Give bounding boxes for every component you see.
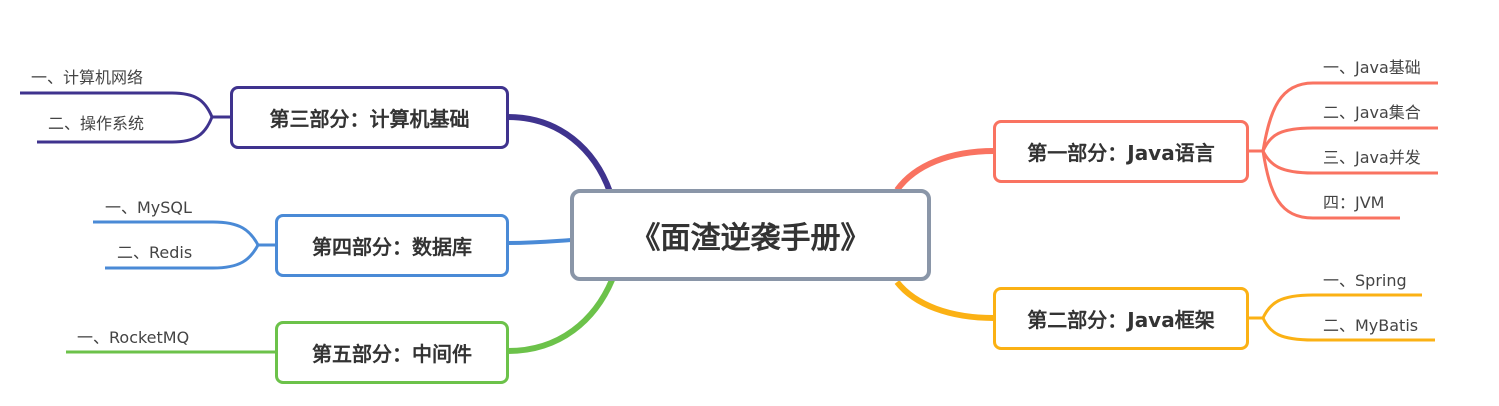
root-title: 《面渣逆袭手册》 [630, 221, 871, 256]
topic-part5[interactable]: 第五部分：中间件 [275, 321, 509, 384]
topic-title: 第五部分：中间件 [312, 342, 472, 366]
leaf-computer-network[interactable]: 一、计算机网络 [31, 68, 144, 87]
leaf-java-collections[interactable]: 二、Java集合 [1323, 103, 1421, 122]
leaf-spring[interactable]: 一、Spring [1323, 271, 1407, 290]
topic-part2[interactable]: 第二部分：Java框架 [993, 287, 1249, 350]
leaf-java-basics[interactable]: 一、Java基础 [1323, 58, 1421, 77]
leaf-mysql[interactable]: 一、MySQL [105, 198, 192, 217]
leaf-redis[interactable]: 二、Redis [117, 243, 193, 262]
topic-title: 第三部分：计算机基础 [269, 107, 470, 131]
leaf-rocketmq[interactable]: 一、RocketMQ [77, 328, 190, 347]
topic-part3[interactable]: 第三部分：计算机基础 [230, 86, 509, 149]
topic-part1[interactable]: 第一部分：Java语言 [993, 120, 1249, 183]
root-node[interactable]: 《面渣逆袭手册》 [570, 189, 931, 281]
topic-title: 第二部分：Java框架 [1027, 308, 1215, 332]
topic-title: 第一部分：Java语言 [1027, 141, 1215, 165]
leaf-java-concurrency[interactable]: 三、Java并发 [1323, 148, 1421, 167]
leaf-jvm[interactable]: 四：JVM [1323, 193, 1385, 212]
leaf-mybatis[interactable]: 二、MyBatis [1323, 316, 1419, 335]
leaf-operating-system[interactable]: 二、操作系统 [48, 114, 145, 133]
topic-part4[interactable]: 第四部分：数据库 [275, 214, 509, 277]
topic-title: 第四部分：数据库 [312, 235, 472, 259]
